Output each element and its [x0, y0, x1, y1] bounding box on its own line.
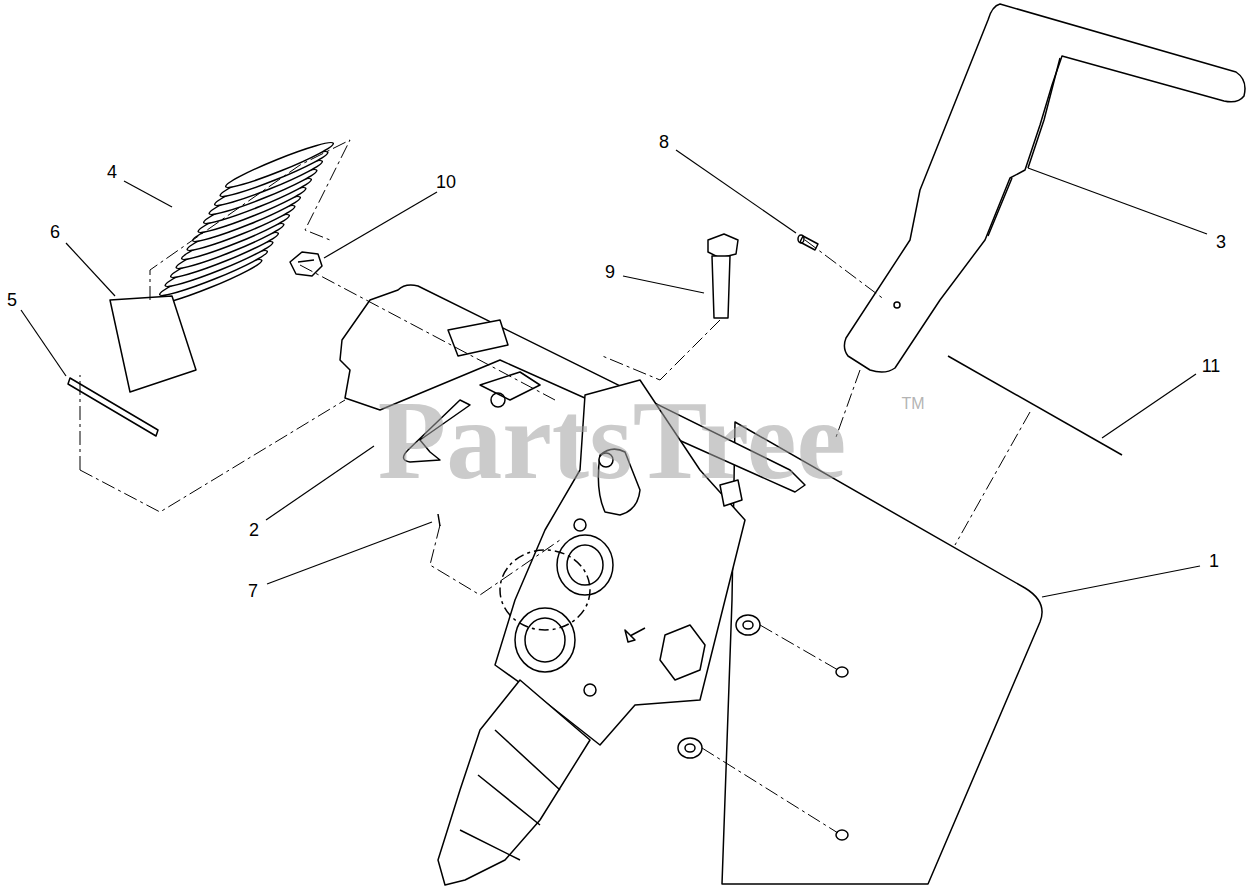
bolt	[708, 234, 738, 318]
decal	[948, 356, 1122, 455]
leader-lines	[1102, 374, 1196, 438]
spring-coil	[223, 138, 335, 193]
assembly-lines	[80, 140, 1030, 833]
callout-number: 9	[605, 263, 615, 281]
leader-lines	[676, 150, 796, 233]
handle	[844, 4, 1245, 372]
bolt	[708, 234, 738, 258]
control-valve	[625, 628, 645, 642]
control-valve	[584, 684, 596, 696]
roll-pin	[438, 514, 440, 526]
bolt	[290, 252, 322, 276]
control-valve	[660, 625, 705, 680]
assembly-lines	[805, 240, 885, 300]
control-valve	[460, 730, 560, 860]
callout-number: 2	[249, 521, 259, 539]
control-valve	[500, 550, 590, 630]
control-valve	[557, 535, 613, 595]
leader-lines	[1042, 566, 1200, 597]
callout-number: 8	[659, 133, 669, 151]
bolt	[712, 256, 730, 318]
flat-washer	[68, 378, 158, 436]
nut	[736, 615, 760, 635]
callout-number: 10	[436, 173, 456, 191]
control-valve	[515, 608, 575, 672]
callout-number: 7	[248, 582, 258, 600]
assembly-lines	[80, 375, 81, 470]
assembly-lines	[430, 525, 560, 595]
illustration	[68, 4, 1245, 885]
bracket-tab	[448, 320, 508, 356]
control-valve	[567, 545, 603, 585]
spacer-block	[110, 296, 196, 392]
leader-lines	[124, 181, 172, 207]
watermark: PartsTree	[378, 384, 847, 496]
leader-lines	[21, 310, 66, 376]
callout-number: 6	[50, 223, 60, 241]
leader-lines	[623, 276, 704, 293]
pin	[798, 235, 804, 243]
leader-lines	[1028, 168, 1207, 234]
control-valve	[438, 680, 590, 885]
leader-lines	[21, 150, 1207, 597]
nut	[678, 615, 848, 840]
callout-number: 4	[107, 163, 117, 181]
assembly-lines	[300, 265, 555, 400]
assembly-lines	[760, 625, 838, 670]
nut	[685, 744, 695, 752]
trademark: TM	[901, 396, 924, 412]
bolt	[298, 260, 314, 262]
assembly-lines	[702, 748, 838, 833]
leader-lines	[267, 522, 432, 584]
assembly-lines	[955, 412, 1030, 545]
callout-number: 3	[1216, 233, 1226, 251]
control-valve	[574, 519, 586, 531]
leader-lines	[266, 446, 374, 520]
nut	[743, 621, 753, 629]
leader-lines	[324, 192, 437, 258]
callout-number: 11	[1202, 357, 1221, 375]
assembly-lines	[80, 400, 345, 512]
pin-hole	[894, 302, 900, 308]
assembly-lines	[600, 320, 720, 380]
bolt	[290, 252, 322, 276]
handle-edge	[988, 58, 1060, 236]
nut	[836, 830, 848, 840]
nut	[678, 738, 702, 758]
callout-number: 5	[7, 291, 17, 309]
callout-number: 1	[1209, 552, 1219, 570]
control-valve	[525, 618, 565, 662]
assembly-lines	[150, 140, 350, 300]
leader-lines	[66, 243, 115, 296]
nut	[836, 667, 848, 677]
